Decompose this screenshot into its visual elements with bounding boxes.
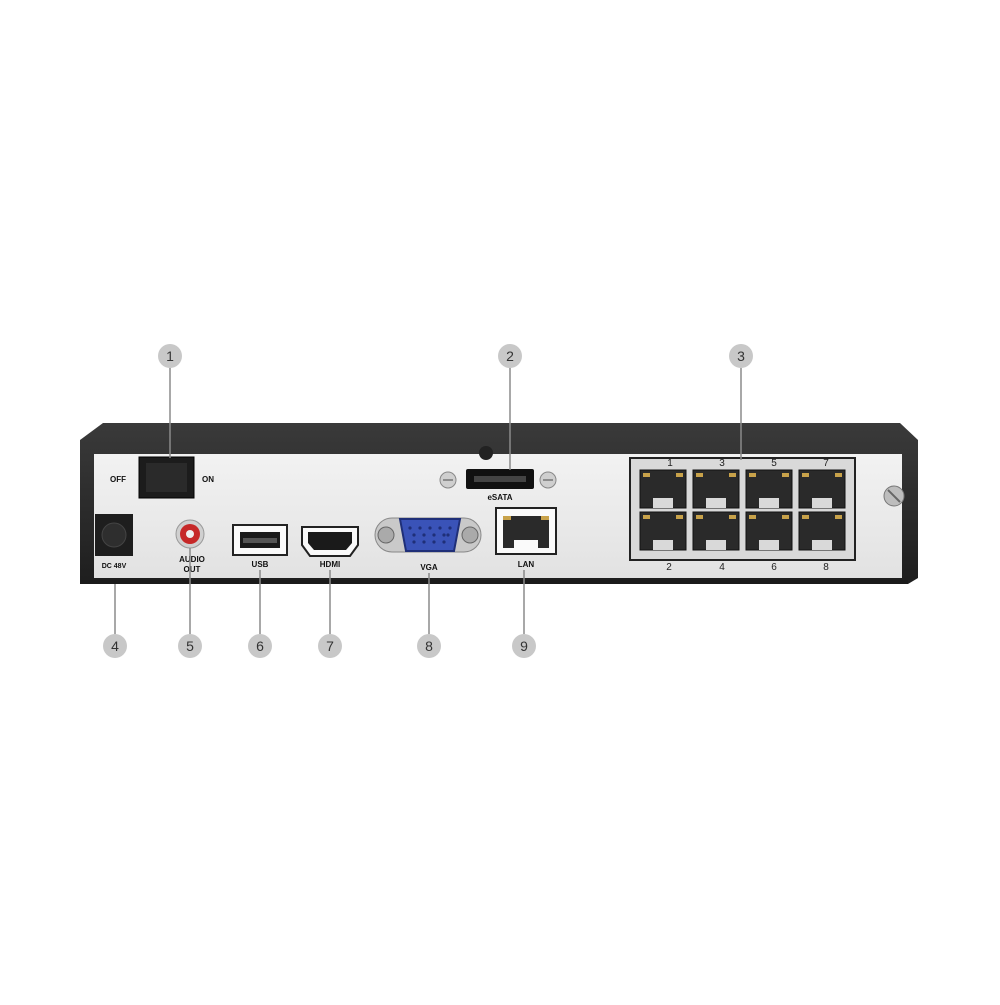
callout-number: 5	[186, 638, 194, 654]
callout-circle	[248, 634, 272, 658]
dc-label: DC 48V	[102, 563, 127, 570]
audio-label-line2: OUT	[184, 565, 201, 574]
rj45-port[interactable]	[745, 511, 793, 551]
callout-number: 8	[425, 638, 433, 654]
callout-circle	[103, 634, 127, 658]
usb-port[interactable]	[232, 524, 288, 556]
rj45-port[interactable]	[798, 469, 846, 509]
lan-port[interactable]	[495, 507, 557, 555]
poe-port-number: 3	[719, 458, 725, 469]
hdmi-label: HDMI	[320, 560, 340, 569]
hdmi-port[interactable]	[301, 526, 359, 557]
callout-circle	[158, 344, 182, 368]
callout-8-vga-port: 8	[417, 634, 441, 658]
poe-port-number: 2	[666, 562, 672, 573]
callout-9-lan-port: 9	[512, 634, 536, 658]
dc-power-input[interactable]	[95, 514, 133, 556]
poe-port-number: 6	[771, 562, 777, 573]
esata-port[interactable]	[439, 446, 557, 489]
off-label: OFF	[110, 475, 126, 484]
callout-circle	[417, 634, 441, 658]
audio-out[interactable]	[175, 519, 205, 549]
audio-label-line1: AUDIO	[179, 555, 205, 564]
callout-circle	[498, 344, 522, 368]
rj45-port[interactable]	[745, 469, 793, 509]
callout-number: 9	[520, 638, 528, 654]
callout-circle	[729, 344, 753, 368]
callout-number: 1	[166, 348, 174, 364]
vga-label: VGA	[420, 563, 438, 572]
rj45-port[interactable]	[798, 511, 846, 551]
callout-circle	[178, 634, 202, 658]
rj45-port[interactable]	[639, 469, 687, 509]
callout-number: 4	[111, 638, 119, 654]
callout-markers: 1 2 3 4 5 6 7 8 9	[103, 344, 753, 658]
esata-label: eSATA	[487, 493, 512, 502]
lan-label: LAN	[518, 560, 535, 569]
callout-circle	[318, 634, 342, 658]
callout-1-power-switch: 1	[158, 344, 182, 368]
poe-port-number: 8	[823, 562, 829, 573]
callout-number: 7	[326, 638, 334, 654]
vga-socket[interactable]	[398, 518, 462, 552]
callout-number: 3	[737, 348, 745, 364]
rj45-port[interactable]	[639, 511, 687, 551]
rj45-port[interactable]	[692, 469, 740, 509]
callout-2-esata-port: 2	[498, 344, 522, 368]
callout-7-hdmi-port: 7	[318, 634, 342, 658]
poe-port-number: 5	[771, 458, 777, 469]
usb-label: USB	[252, 560, 269, 569]
top-screw-icon	[479, 446, 493, 460]
screw-icon	[461, 526, 479, 544]
callout-6-usb-port: 6	[248, 634, 272, 658]
poe-port-number: 1	[667, 458, 673, 469]
power-switch[interactable]	[138, 456, 195, 499]
vga-port[interactable]	[374, 517, 482, 553]
poe-port-number: 7	[823, 458, 829, 469]
poe-ports[interactable]: 1 3 5 7 2 4 6 8	[629, 457, 856, 573]
screw-icon	[377, 526, 395, 544]
on-label: ON	[202, 475, 214, 484]
callout-3-poe-ports: 3	[729, 344, 753, 368]
chassis-bottom-edge	[80, 580, 908, 584]
callout-lines	[114, 368, 742, 634]
rj45-port[interactable]	[692, 511, 740, 551]
callout-5-audio-out: 5	[178, 634, 202, 658]
callout-circle	[512, 634, 536, 658]
callout-number: 6	[256, 638, 264, 654]
callout-number: 2	[506, 348, 514, 364]
poe-port-number: 4	[719, 562, 725, 573]
callout-4-dc-power-input: 4	[103, 634, 127, 658]
